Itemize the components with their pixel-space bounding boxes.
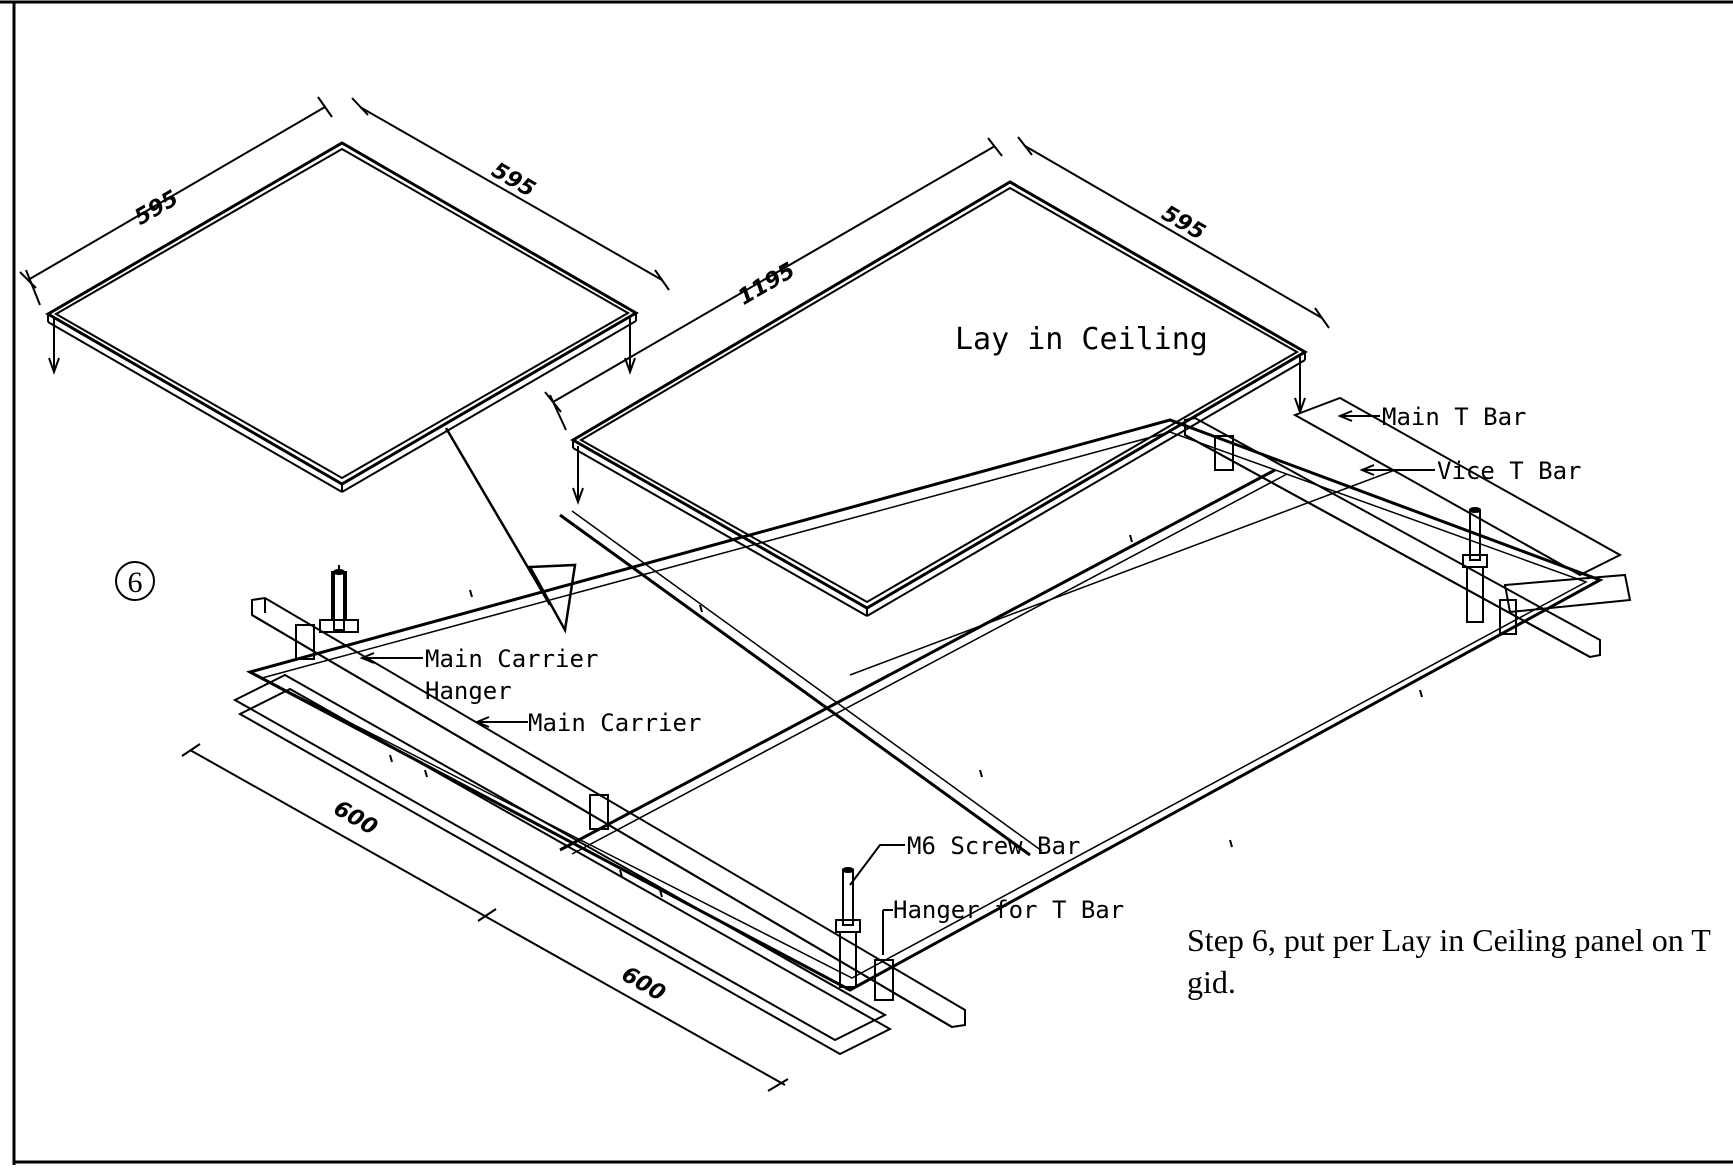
- label-main-t-bar: Main T Bar: [1382, 403, 1527, 431]
- ceiling-panel-large: [570, 180, 1308, 617]
- label-vice-t-bar: Vice T Bar: [1437, 457, 1582, 485]
- m6-screw-bar-left: [333, 569, 345, 631]
- step-number-badge: 6: [115, 561, 155, 601]
- instruction-line-2: gid.: [1187, 964, 1236, 1000]
- dim-grid-second: 600: [617, 962, 669, 1007]
- main-t-bar-back: [1292, 396, 1632, 614]
- main-carrier-back: [1184, 416, 1601, 659]
- m6-screw-bar-front: [835, 867, 861, 988]
- dim-large-panel-short: 595: [1157, 201, 1209, 246]
- label-main-carrier-hanger-line1: Main Carrier: [425, 645, 598, 673]
- dim-large-panel-long: 1195: [734, 258, 800, 310]
- label-main-carrier-hanger-line2: Hanger: [425, 677, 512, 705]
- instruction-line-1: Step 6, put per Lay in Ceiling panel on …: [1187, 922, 1711, 958]
- dim-grid-first: 600: [329, 796, 381, 841]
- label-m6-screw-bar: M6 Screw Bar: [907, 832, 1080, 860]
- main-t-bar-front: [232, 673, 893, 1056]
- ceiling-panel-small: [45, 141, 639, 493]
- label-lay-in-ceiling: Lay in Ceiling: [955, 322, 1208, 357]
- panel-large-drop-arrows: [572, 356, 1306, 505]
- callout-leaders: [359, 410, 1435, 955]
- label-main-carrier: Main Carrier: [528, 709, 701, 737]
- dim-small-panel-left: 595: [131, 186, 183, 231]
- main-carrier-front: [251, 596, 966, 1029]
- step-number-text: 6: [128, 566, 143, 599]
- small-panel-placement-leader: [444, 427, 577, 634]
- hanger-for-t-bar: [295, 435, 1517, 1001]
- main-carrier-hanger-left: [319, 565, 359, 633]
- dim-small-panel-right: 595: [487, 158, 539, 203]
- t-grid-framework: [245, 418, 1604, 992]
- m6-screw-bar-back: [1462, 507, 1488, 623]
- panel-small-drop-arrows: [48, 318, 636, 375]
- label-hanger-for-t-bar: Hanger for T Bar: [893, 896, 1124, 924]
- dimension-lines: [19, 96, 1330, 1092]
